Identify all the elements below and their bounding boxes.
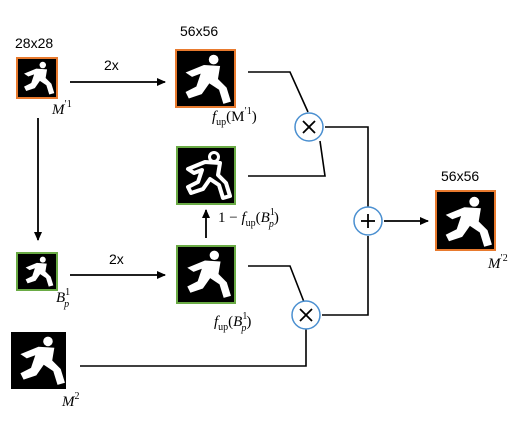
- scale-label-top: 2x: [104, 57, 119, 73]
- wire-mult-top-to-add: [325, 126, 369, 207]
- wire-m2-to-mult-bottom: [80, 329, 307, 367]
- multiply-icon: [302, 120, 316, 134]
- plus-icon: [361, 214, 375, 228]
- wire-boundary-to-mult-bottom: [248, 265, 305, 303]
- size-label-upsampled: 56x56: [180, 23, 218, 39]
- wire-mult-bottom-to-add: [322, 236, 369, 316]
- size-label-output: 56x56: [441, 168, 479, 184]
- scale-label-bottom: 2x: [109, 251, 124, 267]
- mask-boundary-tile: [16, 252, 58, 291]
- mask-m2-tile: [11, 332, 66, 389]
- label-f-up-m1: fup(M′1): [212, 106, 257, 128]
- mask-upsampled-m1-tile: [175, 49, 236, 108]
- label-m1: M′1: [51, 99, 72, 118]
- mask-output-tile: [435, 190, 496, 251]
- mask-upsampled-boundary-tile: [176, 245, 236, 304]
- wire-upsampled-to-mult-top: [248, 71, 309, 113]
- multiply-operator-top: [294, 112, 324, 142]
- size-label-m1: 28x28: [15, 35, 53, 51]
- multiply-operator-bottom: [291, 300, 321, 330]
- mask-inverted-boundary-tile: [176, 146, 236, 205]
- mask-m1-tile: [16, 57, 58, 99]
- wire-inverted-to-mult-top: [248, 140, 326, 177]
- add-operator: [353, 206, 383, 236]
- label-output-m2: M′2: [487, 253, 508, 272]
- label-m2: M2: [61, 391, 80, 410]
- multiply-icon: [299, 308, 313, 322]
